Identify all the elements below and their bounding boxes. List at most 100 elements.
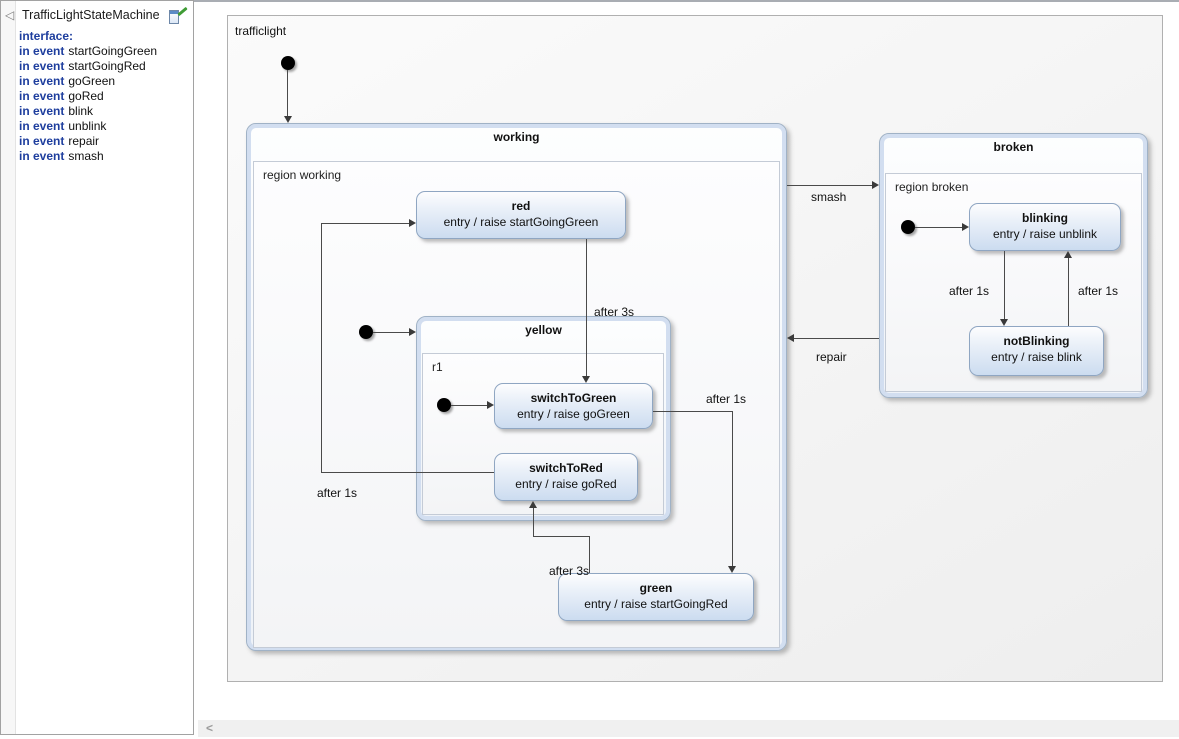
state-blinking-title: blinking bbox=[1022, 211, 1068, 225]
state-red[interactable]: red entry / raise startGoingGreen bbox=[416, 191, 626, 239]
arrowhead-icon bbox=[409, 328, 416, 336]
event-name: unblink bbox=[68, 119, 107, 133]
keyword: in event bbox=[19, 149, 65, 163]
state-working-title: working bbox=[493, 130, 540, 144]
keyword: in event bbox=[19, 74, 65, 88]
keyword: in event bbox=[19, 119, 65, 133]
state-blinking-entry: entry / raise unblink bbox=[992, 227, 1098, 241]
initial-state-region-r1[interactable] bbox=[437, 398, 451, 412]
arrowhead-icon bbox=[962, 223, 969, 231]
transition-red-switchToGreen-line[interactable] bbox=[586, 239, 587, 376]
region-r1-label: r1 bbox=[432, 360, 443, 374]
state-green-entry: entry / raise startGoingRed bbox=[584, 597, 728, 611]
keyword: in event bbox=[19, 89, 65, 103]
statechart-title: TrafficLightStateMachine bbox=[22, 8, 160, 22]
root-region-label: trafficlight bbox=[235, 24, 287, 38]
transition-green-switchToRed-line[interactable] bbox=[533, 536, 589, 537]
transition-initial-blinking-line[interactable] bbox=[915, 227, 962, 228]
state-notBlinking-entry: entry / raise blink bbox=[991, 350, 1082, 364]
event-name: startGoingRed bbox=[68, 59, 146, 73]
transition-switchToGreen-green-line[interactable] bbox=[732, 411, 733, 566]
transition-broken-working-line[interactable] bbox=[794, 338, 879, 339]
scroll-left-icon[interactable]: < bbox=[206, 721, 214, 735]
state-yellow-title: yellow bbox=[525, 323, 562, 337]
state-switchToRed-title: switchToRed bbox=[529, 461, 603, 475]
window-top-border bbox=[0, 0, 1179, 2]
keyword: in event bbox=[19, 59, 65, 73]
diagram-canvas[interactable]: trafficlight working region working brok… bbox=[227, 15, 1163, 682]
state-broken-title: broken bbox=[993, 140, 1034, 154]
arrowhead-icon bbox=[487, 401, 494, 409]
transition-green-switchToRed-line[interactable] bbox=[589, 536, 590, 573]
horizontal-scrollbar[interactable]: < bbox=[198, 720, 1179, 737]
transition-notBlinking-blinking-line[interactable] bbox=[1068, 257, 1069, 326]
keyword: in event bbox=[19, 134, 65, 148]
arrowhead-icon bbox=[728, 566, 736, 573]
region-working-label: region working bbox=[263, 168, 342, 182]
transition-switchToRed-red-line[interactable] bbox=[321, 223, 322, 473]
transition-switchToGreen-green-label[interactable]: after 1s bbox=[706, 392, 747, 406]
initial-state-region-working[interactable] bbox=[359, 325, 373, 339]
transition-switchToRed-red-line[interactable] bbox=[321, 223, 409, 224]
transition-blinking-notBlinking-label[interactable]: after 1s bbox=[949, 284, 990, 298]
transition-initial-switchToGreen-line[interactable] bbox=[451, 405, 487, 406]
transition-red-switchToGreen-label[interactable]: after 3s bbox=[594, 305, 635, 319]
arrowhead-icon bbox=[1000, 319, 1008, 326]
keyword: in event bbox=[19, 44, 65, 58]
arrowhead-icon bbox=[284, 116, 292, 123]
transition-initial-working-line[interactable] bbox=[287, 70, 288, 116]
collapse-panel-icon[interactable]: ◁ bbox=[5, 8, 15, 22]
transition-green-switchToRed-line[interactable] bbox=[533, 507, 534, 536]
arrowhead-icon bbox=[1064, 251, 1072, 258]
declaration-interface[interactable]: interface: bbox=[1, 29, 193, 44]
edit-definition-icon[interactable] bbox=[168, 6, 188, 26]
event-name: blink bbox=[68, 104, 94, 118]
state-switchToGreen-entry: entry / raise goGreen bbox=[517, 407, 630, 421]
state-switchToRed[interactable]: switchToRed entry / raise goRed bbox=[494, 453, 638, 501]
transition-notBlinking-blinking-label[interactable]: after 1s bbox=[1078, 284, 1119, 298]
transition-broken-working-label[interactable]: repair bbox=[816, 350, 847, 364]
state-blinking[interactable]: blinking entry / raise unblink bbox=[969, 203, 1121, 251]
transition-blinking-notBlinking-line[interactable] bbox=[1004, 251, 1005, 319]
transition-switchToRed-red-line[interactable] bbox=[321, 472, 494, 473]
event-name: smash bbox=[68, 149, 104, 163]
state-green-title: green bbox=[639, 581, 673, 595]
arrowhead-icon bbox=[409, 219, 416, 227]
keyword: in event bbox=[19, 104, 65, 118]
transition-green-switchToRed-label[interactable]: after 3s bbox=[549, 564, 590, 578]
page-icon-header bbox=[170, 11, 178, 14]
state-notBlinking[interactable]: notBlinking entry / raise blink bbox=[969, 326, 1104, 376]
transition-switchToRed-red-label[interactable]: after 1s bbox=[317, 486, 358, 500]
region-broken-label: region broken bbox=[895, 180, 969, 194]
arrowhead-icon bbox=[787, 334, 794, 342]
arrowhead-icon bbox=[872, 181, 879, 189]
transition-switchToGreen-green-line[interactable] bbox=[653, 411, 732, 412]
panel-gutter bbox=[1, 1, 16, 734]
event-name: goGreen bbox=[68, 74, 116, 88]
page-icon bbox=[169, 10, 179, 24]
state-green[interactable]: green entry / raise startGoingRed bbox=[558, 573, 754, 621]
state-red-entry: entry / raise startGoingGreen bbox=[443, 215, 599, 229]
initial-state-root[interactable] bbox=[281, 56, 295, 70]
transition-initial-yellow-line[interactable] bbox=[373, 332, 409, 333]
arrowhead-icon bbox=[582, 376, 590, 383]
state-switchToRed-entry: entry / raise goRed bbox=[515, 477, 617, 491]
transition-working-broken-label[interactable]: smash bbox=[811, 190, 847, 204]
state-switchToGreen[interactable]: switchToGreen entry / raise goGreen bbox=[494, 383, 653, 429]
state-red-title: red bbox=[511, 199, 531, 213]
event-name: goRed bbox=[68, 89, 104, 103]
state-switchToGreen-title: switchToGreen bbox=[530, 391, 617, 405]
transition-working-broken-line[interactable] bbox=[787, 185, 872, 186]
green-pencil-icon bbox=[177, 6, 188, 17]
initial-state-region-broken[interactable] bbox=[901, 220, 915, 234]
